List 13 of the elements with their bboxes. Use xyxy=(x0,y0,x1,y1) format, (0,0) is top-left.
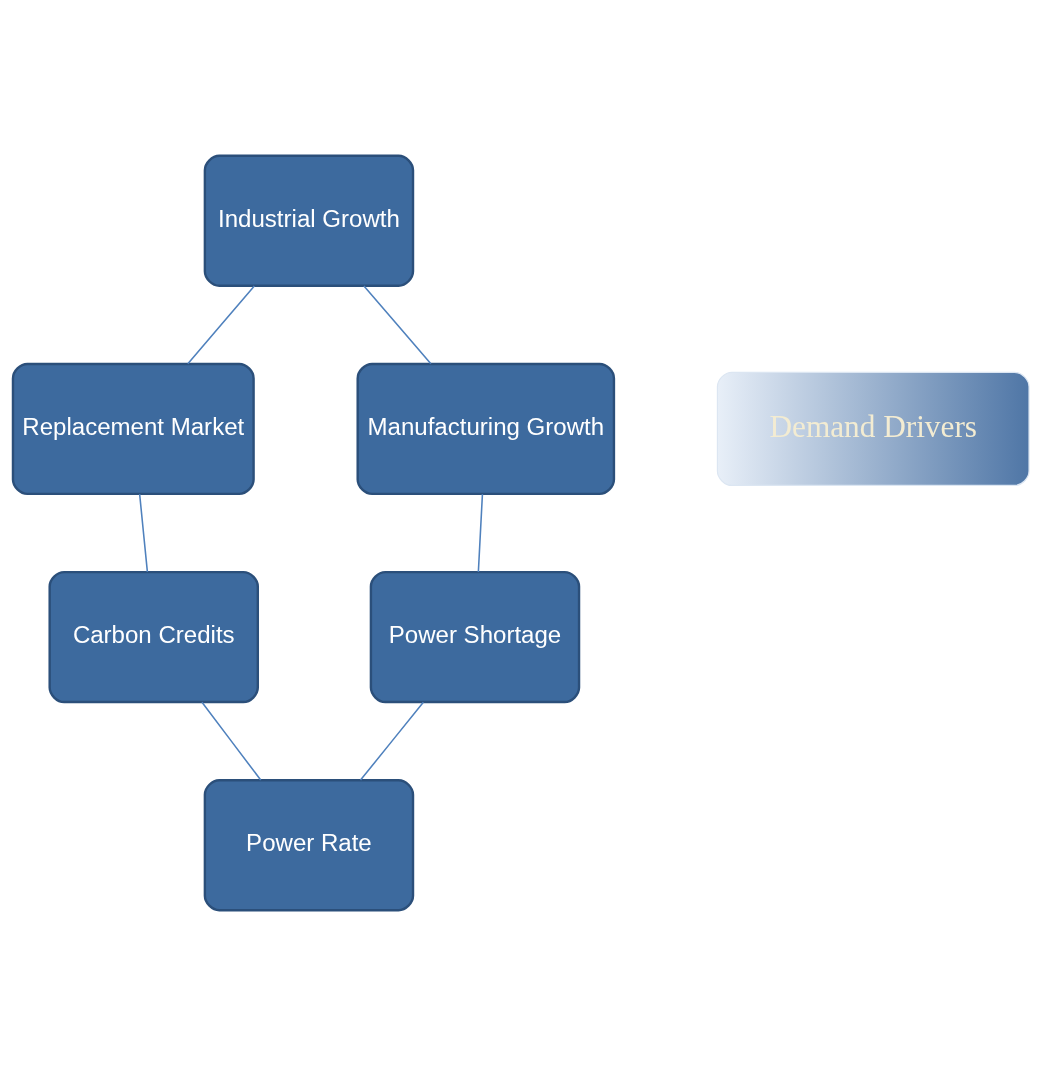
connector xyxy=(201,700,262,781)
node-box: Manufacturing Growth xyxy=(356,362,616,495)
node-box: Carbon Credits xyxy=(48,570,259,703)
node-box: Demand Drivers xyxy=(716,371,1030,486)
connector xyxy=(477,492,484,573)
node-box: Industrial Growth xyxy=(203,154,415,287)
node-box: Power Shortage xyxy=(369,570,581,703)
node-box: Power Rate xyxy=(203,778,415,911)
node-box: Replacement Market xyxy=(11,362,255,495)
connector xyxy=(363,284,432,365)
connector xyxy=(187,284,256,365)
connector xyxy=(359,700,425,781)
connector xyxy=(138,492,149,573)
